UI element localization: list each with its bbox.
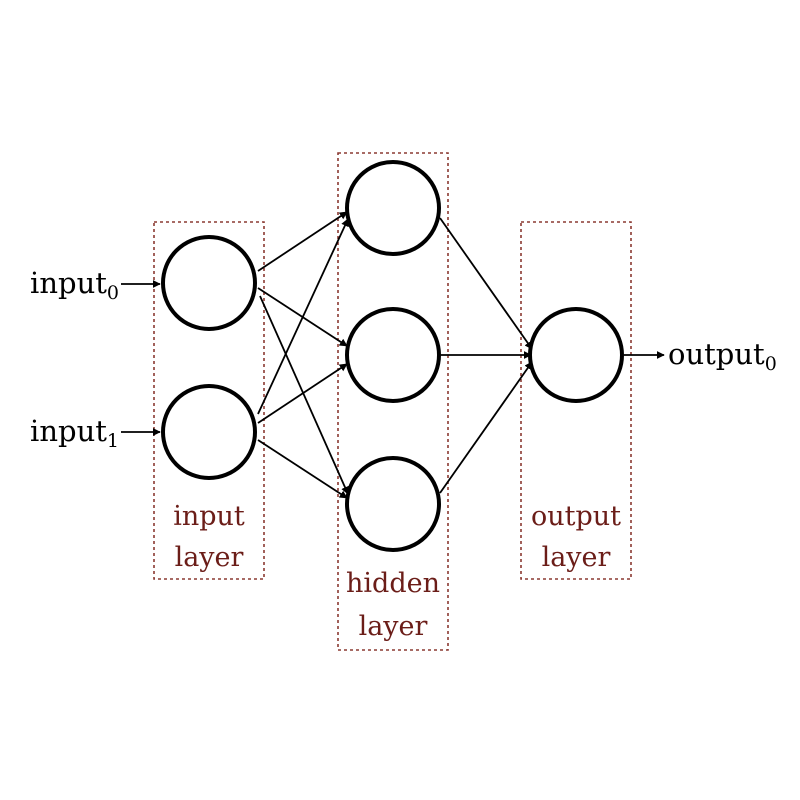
output-node-0 <box>528 307 624 403</box>
input-0-label: input0 <box>30 266 119 304</box>
edge-i1-h0 <box>257 218 349 415</box>
nodes <box>161 160 624 552</box>
edge-i1-h1 <box>257 363 348 424</box>
edge-i0-h0 <box>257 211 348 272</box>
hidden-layer-label-line1: hidden <box>346 568 440 599</box>
output-layer-label-line2: layer <box>542 542 611 573</box>
input-node-0 <box>161 235 257 331</box>
input-layer-label-line2: layer <box>175 542 244 573</box>
hidden-node-0 <box>345 160 441 256</box>
hidden-layer-box <box>337 152 449 651</box>
hidden-node-2 <box>345 456 441 552</box>
output-layer-box <box>520 221 632 580</box>
edge-i1-h2 <box>257 439 348 499</box>
edge-h0-o0 <box>439 217 533 350</box>
hidden-node-1 <box>345 307 441 403</box>
output-layer-label-line1: output <box>531 501 621 532</box>
connections <box>121 211 665 499</box>
output-0-label: output0 <box>668 337 777 375</box>
input-node-1 <box>161 384 257 480</box>
input-1-label: input1 <box>30 414 119 452</box>
hidden-layer-label-line2: layer <box>359 611 428 642</box>
edge-i0-h2 <box>259 295 349 495</box>
edge-h2-o0 <box>439 361 533 494</box>
input-layer-label-line1: input <box>173 501 245 532</box>
